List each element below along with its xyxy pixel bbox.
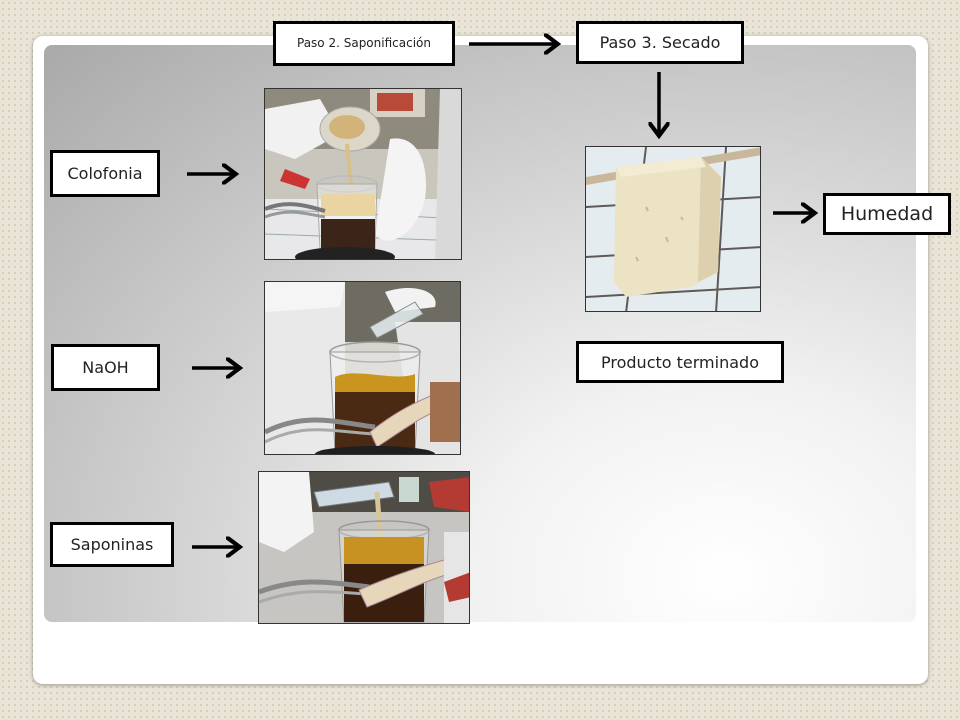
photo-saponins-addition xyxy=(258,471,470,624)
step3-label: Paso 3. Secado xyxy=(599,33,721,52)
saponinas-box: Saponinas xyxy=(50,522,174,567)
photo-naoh-addition xyxy=(264,281,461,455)
finished-product-label: Producto terminado xyxy=(601,352,759,372)
finished-soap-image xyxy=(586,147,760,311)
step2-label: Paso 2. Saponificación xyxy=(297,36,431,51)
humedad-label: Humedad xyxy=(840,203,934,225)
saponins-addition-image xyxy=(259,472,469,623)
photo-rosin-mixing xyxy=(264,88,462,260)
photo-finished-soap xyxy=(585,146,761,312)
step3-drying-box: Paso 3. Secado xyxy=(576,21,744,64)
step2-saponification-box: Paso 2. Saponificación xyxy=(273,21,455,66)
naoh-addition-image xyxy=(265,282,460,454)
colofonia-label: Colofonia xyxy=(67,164,143,183)
finished-product-box: Producto terminado xyxy=(576,341,784,383)
naoh-box: NaOH xyxy=(51,344,160,391)
content-panel xyxy=(44,45,916,622)
naoh-label: NaOH xyxy=(82,358,129,377)
humedad-box: Humedad xyxy=(823,193,951,235)
saponinas-label: Saponinas xyxy=(70,535,154,554)
rosin-mixing-image xyxy=(265,89,461,259)
colofonia-box: Colofonia xyxy=(50,150,160,197)
